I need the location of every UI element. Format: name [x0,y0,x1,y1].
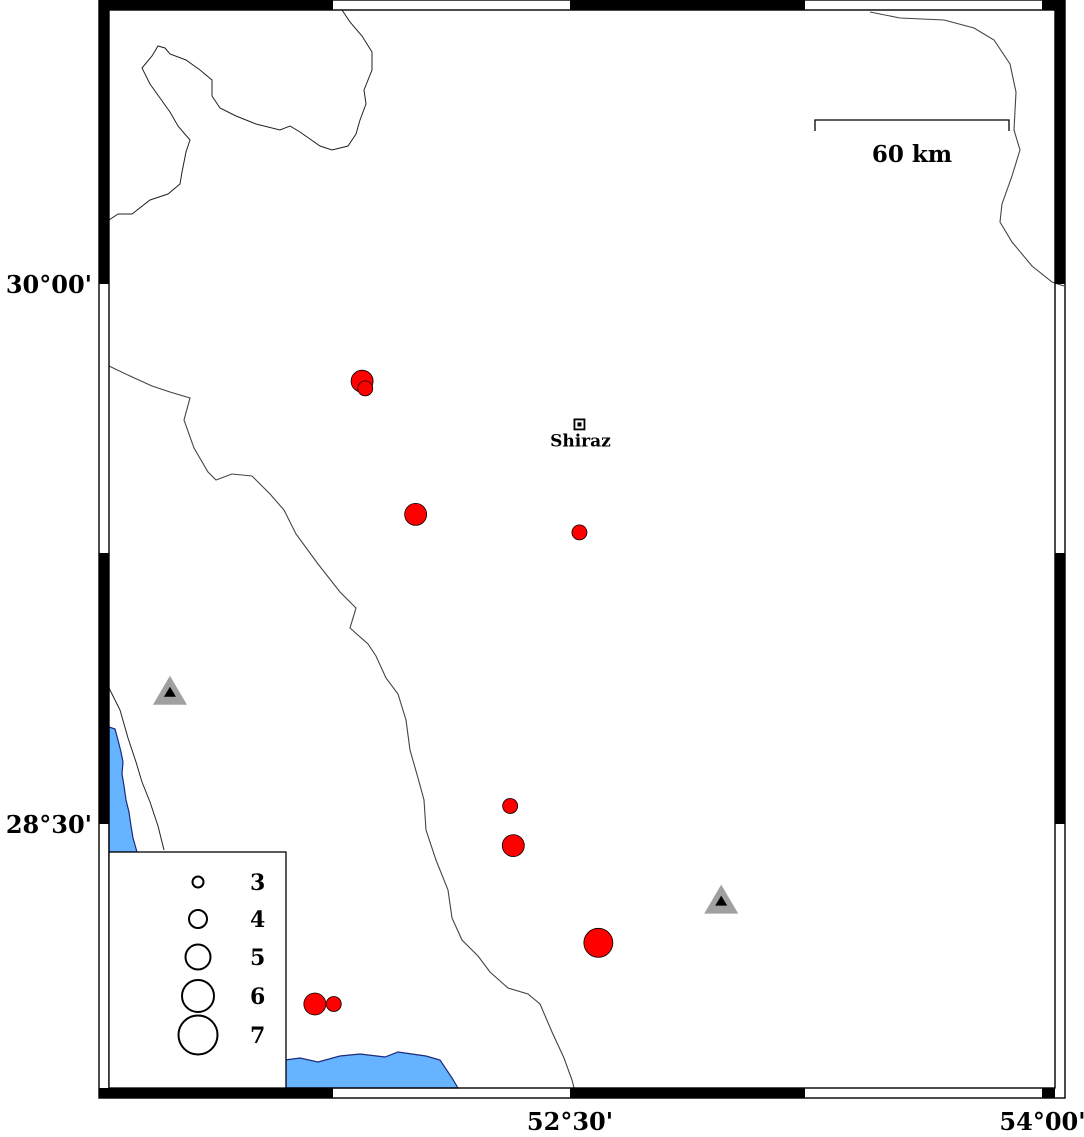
scale-bar: 60 km [814,119,1010,168]
frame-left-seg-1 [99,0,109,284]
earthquake-circle [325,996,342,1012]
sea-northwest [108,726,138,853]
frame-left-seg-2 [99,553,109,824]
legend-label: 5 [250,945,265,971]
sea-south [284,1051,460,1089]
frame-segments [99,0,1065,1098]
legend-label: 3 [250,870,265,896]
frame-top-seg-2 [570,0,805,10]
earthquake-circle [501,834,525,857]
frame-top-seg-3 [1042,0,1055,10]
latitude-label: 28°30' [6,810,92,839]
seismic-stations [152,675,739,914]
longitude-label: 52°30' [527,1107,613,1136]
scale-bar-line [814,119,1010,131]
frame-bottom-seg-1 [99,1088,333,1098]
legend-circle [177,1014,219,1056]
station-triangle-icon [704,884,739,914]
coastline-west [108,687,165,851]
earthquake-circle [571,524,588,541]
frame-bottom-seg-2 [570,1088,805,1098]
frame-bottom-seg-3 [1042,1088,1055,1098]
legend-circle [188,909,208,929]
legend-label: 7 [250,1023,265,1049]
magnitude-legend: 3 4 5 6 7 [108,851,287,1089]
scale-bar-label: 60 km [872,141,952,168]
station-inner-triangle [163,686,176,697]
legend-label: 6 [250,984,265,1010]
city-label: Shiraz [550,431,611,451]
latitude-label: 30°00' [6,270,92,299]
legend-circle [191,875,205,889]
station-inner-triangle [715,895,728,906]
earthquake-circle [404,503,428,526]
border-northeast [869,11,1065,287]
province-boundary [108,365,575,1089]
city-square-dot [577,422,582,427]
tick-labels: 52°30' 54°00' 30°00' 28°30' [6,270,1084,1136]
earthquake-circle [502,798,519,814]
earthquake-circle [357,380,374,397]
legend-items: 3 4 5 6 7 [177,870,265,1056]
earthquake-circle [303,992,327,1016]
frame-right-seg-1 [1055,0,1065,284]
earthquake-epicenters [303,369,614,1016]
frame-right-seg-2 [1055,553,1065,824]
longitude-label: 54°00' [999,1107,1084,1136]
legend-circle [181,979,215,1013]
legend-label: 4 [250,907,265,933]
coastline-north [108,9,373,221]
city-marker: Shiraz [550,418,611,451]
frame-top-seg-1 [99,0,333,10]
earthquake-circle [583,927,614,958]
legend-circle [184,943,212,971]
station-triangle-icon [152,675,187,705]
